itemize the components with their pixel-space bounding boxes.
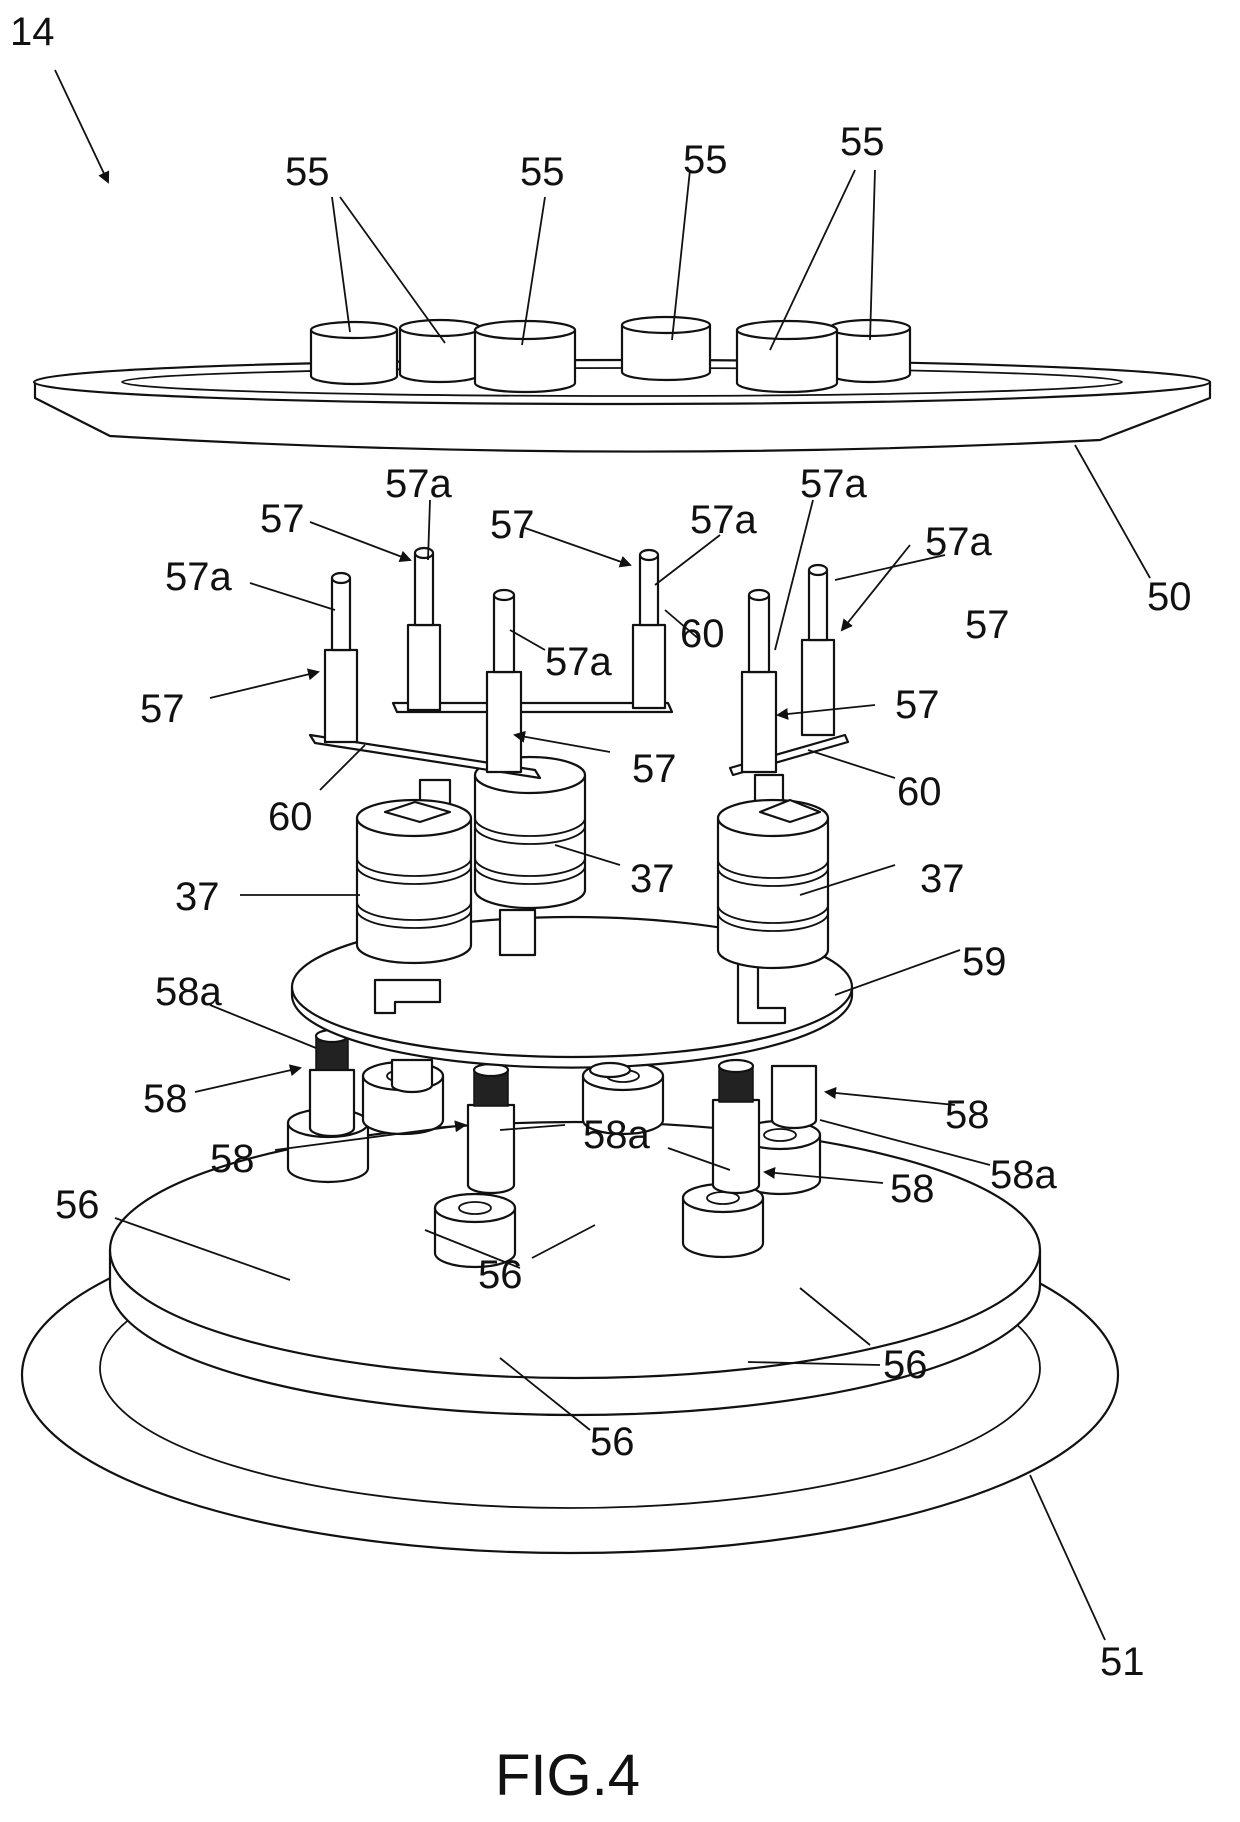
- base-plate: [22, 1122, 1118, 1553]
- upper-cap: [311, 322, 397, 384]
- label-pin-tip-3: 57a: [690, 498, 757, 542]
- label-pin-5: 57: [895, 683, 940, 727]
- label-spring-tip-2: 58a: [583, 1113, 650, 1157]
- label-pin-1: 57: [260, 497, 305, 541]
- label-pin-tip-2: 57a: [385, 462, 452, 506]
- label-pin-3: 57: [965, 603, 1010, 647]
- label-stack-3: 37: [175, 875, 220, 919]
- upper-cap: [400, 320, 480, 382]
- label-spring-1: 58: [143, 1077, 188, 1121]
- lower-post: [683, 1184, 763, 1257]
- label-assembly: 14: [10, 10, 55, 54]
- label-pin-tip-5: 57a: [925, 520, 992, 564]
- label-cap-4: 55: [840, 120, 885, 164]
- spring-contact: [310, 1030, 354, 1136]
- label-spring-3: 58: [210, 1137, 255, 1181]
- upper-cap: [622, 317, 710, 380]
- label-bridge-3: 60: [897, 770, 942, 814]
- label-spring-tip-3: 58a: [990, 1153, 1057, 1197]
- contact-pin: [742, 590, 776, 772]
- label-post-2: 56: [478, 1253, 523, 1297]
- spring-contact: [468, 1064, 514, 1193]
- label-cap-3: 55: [683, 138, 728, 182]
- label-cap-1: 55: [285, 150, 330, 194]
- contact-pin: [325, 573, 357, 742]
- label-pin-6: 57: [632, 747, 677, 791]
- contact-pin: [408, 548, 440, 710]
- label-upper-cover: 50: [1147, 575, 1192, 619]
- label-middle-plate: 59: [962, 940, 1007, 984]
- spring-contact: [713, 1060, 759, 1193]
- label-post-4: 56: [590, 1420, 635, 1464]
- spring-contact: [772, 1066, 816, 1128]
- label-bridge-1: 60: [680, 612, 725, 656]
- upper-cap: [737, 321, 837, 392]
- figure-caption: FIG.4: [495, 1743, 640, 1808]
- label-stack-2: 37: [920, 857, 965, 901]
- label-base-plate: 51: [1100, 1640, 1145, 1684]
- contact-pin: [633, 550, 665, 708]
- label-bridge-2: 60: [268, 795, 313, 839]
- label-stack-1: 37: [630, 857, 675, 901]
- label-pin-tip-4: 57a: [800, 462, 867, 506]
- label-pin-tip-1: 57a: [165, 555, 232, 599]
- label-pin-tip-6: 57a: [545, 640, 612, 684]
- upper-cap: [475, 321, 575, 392]
- label-post-1: 56: [55, 1183, 100, 1227]
- label-post-3: 56: [883, 1343, 928, 1387]
- label-pin-2: 57: [490, 503, 535, 547]
- label-spring-tip-1: 58a: [155, 970, 222, 1014]
- label-cap-2: 55: [520, 150, 565, 194]
- label-pin-4: 57: [140, 687, 185, 731]
- contact-pin: [487, 590, 521, 772]
- label-spring-4: 58: [890, 1167, 935, 1211]
- spring-contact: [392, 1060, 432, 1092]
- label-spring-2: 58: [945, 1093, 990, 1137]
